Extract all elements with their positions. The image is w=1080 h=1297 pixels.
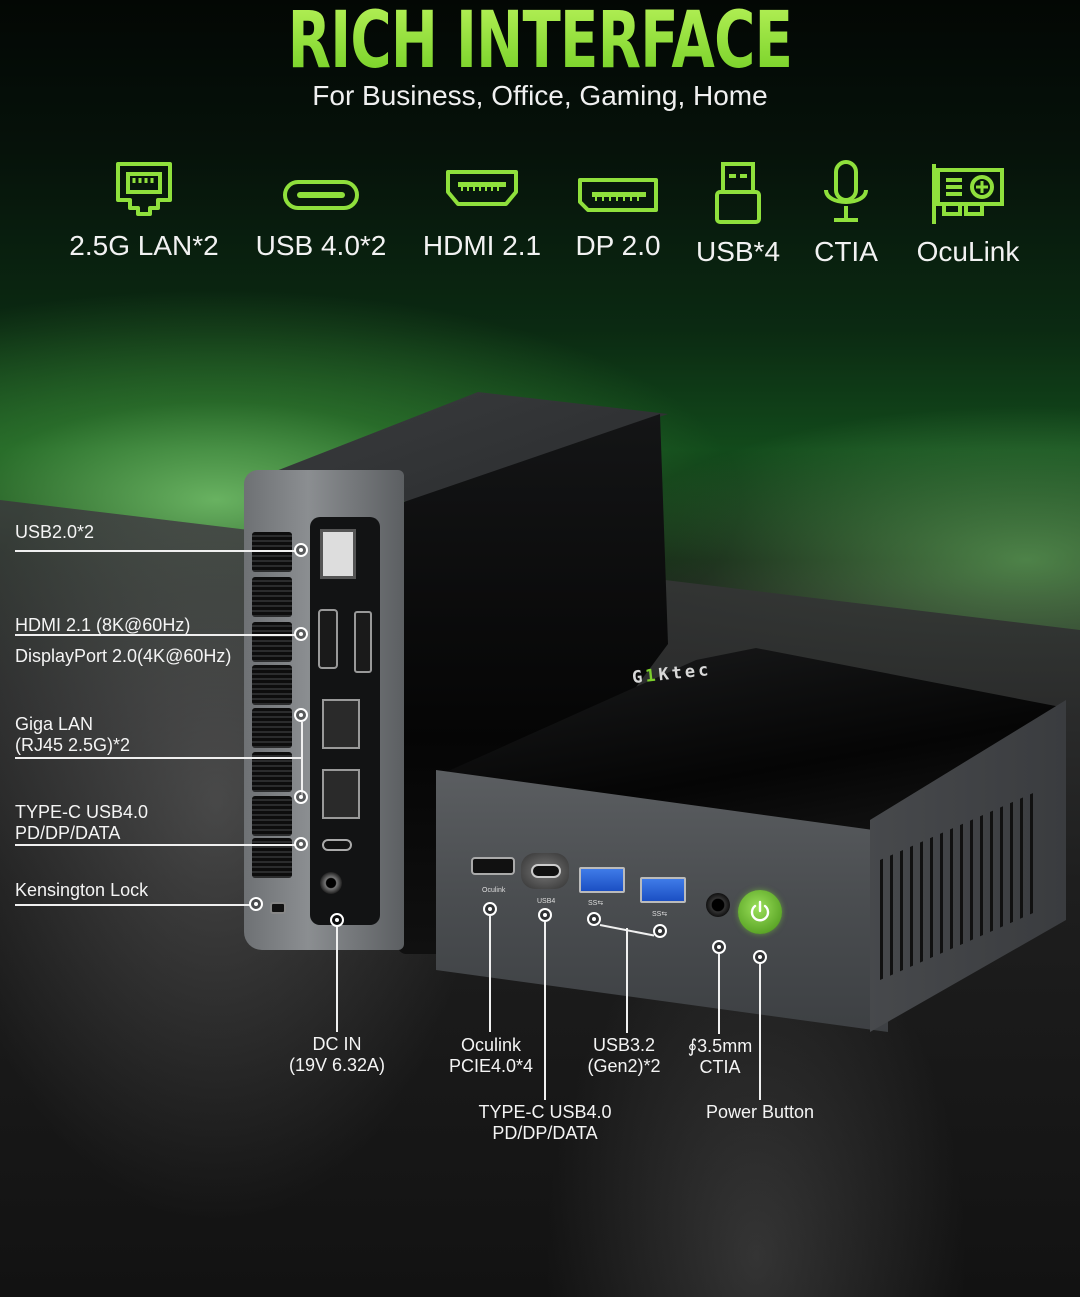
leader-line bbox=[301, 722, 303, 796]
callout-dot bbox=[249, 897, 263, 911]
callout-power-button: Power Button bbox=[705, 1102, 815, 1122]
callout-dc-in: DC IN(19V 6.32A) bbox=[288, 1034, 386, 1075]
callout-dot bbox=[587, 912, 601, 926]
lan-port-1 bbox=[322, 699, 360, 749]
oculink-port bbox=[471, 857, 515, 875]
callout-kensington: Kensington Lock bbox=[15, 880, 149, 900]
callout-dot bbox=[483, 902, 497, 916]
feature-label: OcuLink bbox=[916, 236, 1020, 267]
feature-usb4: USB 4.0*2 bbox=[246, 160, 396, 262]
vent-slot bbox=[252, 796, 292, 836]
kensington-lock-slot bbox=[270, 902, 286, 914]
feature-label: HDMI 2.1 bbox=[422, 230, 542, 261]
usb3-port-2 bbox=[640, 877, 686, 903]
lan-port-2 bbox=[322, 769, 360, 819]
callout-dot bbox=[294, 708, 308, 722]
leader-line bbox=[759, 964, 761, 1100]
feature-label: 2.5G LAN*2 bbox=[69, 230, 219, 261]
usb3-port-1-label: SS⇆ bbox=[588, 900, 604, 907]
ethernet-port-icon bbox=[116, 162, 172, 216]
callout-dot bbox=[294, 543, 308, 557]
vent-slot bbox=[252, 708, 292, 748]
hdmi-port bbox=[318, 609, 338, 669]
usb-c-port-icon bbox=[283, 180, 359, 210]
vent-slot bbox=[252, 665, 292, 705]
callout-dot bbox=[330, 913, 344, 927]
audio-jack bbox=[706, 893, 730, 917]
callout-hdmi-dp: HDMI 2.1 (8K@60Hz)DisplayPort 2.0(4K@60H… bbox=[15, 615, 232, 666]
leader-line bbox=[15, 550, 295, 552]
feature-label: DP 2.0 bbox=[575, 230, 661, 261]
rear-usb-c-port bbox=[322, 839, 352, 851]
oculink-port-label: Oculink bbox=[482, 887, 506, 894]
page-subtitle: For Business, Office, Gaming, Home bbox=[312, 80, 768, 111]
dc-in-jack bbox=[320, 872, 342, 894]
feature-hdmi: HDMI 2.1 bbox=[414, 160, 550, 262]
callout-lan: Giga LAN(RJ45 2.5G)*2 bbox=[15, 714, 131, 755]
power-icon bbox=[750, 900, 770, 922]
pcie-card-icon bbox=[932, 164, 1004, 224]
feature-usb: USB*4 bbox=[690, 160, 786, 268]
usb3-port-2-label: SS⇆ bbox=[652, 911, 668, 918]
microphone-icon bbox=[824, 160, 868, 222]
power-button[interactable] bbox=[738, 890, 782, 934]
leader-line bbox=[718, 954, 720, 1034]
leader-line bbox=[336, 927, 338, 1032]
hdmi-port-icon bbox=[446, 170, 518, 206]
page-title: RICH INTERFACE bbox=[151, 0, 929, 86]
feature-label: USB 4.0*2 bbox=[255, 230, 387, 261]
usb4-port-label: USB4 bbox=[537, 898, 556, 905]
callout-dot bbox=[538, 908, 552, 922]
feature-label: CTIA bbox=[814, 236, 878, 267]
displayport-port bbox=[354, 611, 372, 673]
displayport-icon bbox=[578, 178, 658, 212]
leader-line bbox=[626, 928, 628, 1033]
feature-label: USB*4 bbox=[695, 236, 781, 267]
callout-dot bbox=[653, 924, 667, 938]
callout-usb32: USB3.2(Gen2)*2 bbox=[587, 1035, 661, 1076]
leader-line bbox=[15, 634, 295, 636]
vent-slot bbox=[252, 622, 292, 662]
usb2-port bbox=[320, 529, 356, 579]
leader-line bbox=[15, 844, 295, 846]
feature-icon-row: 2.5G LAN*2 USB 4.0*2 HDMI 2.1 DP 2.0 USB… bbox=[0, 160, 1080, 290]
leader-line bbox=[15, 757, 303, 759]
feature-lan: 2.5G LAN*2 bbox=[64, 160, 224, 262]
feature-dp: DP 2.0 bbox=[566, 160, 670, 262]
callout-dot bbox=[753, 950, 767, 964]
callout-dot bbox=[294, 837, 308, 851]
leader-line bbox=[544, 922, 546, 1100]
vent-slot bbox=[252, 532, 292, 572]
feature-ctia: CTIA bbox=[806, 160, 886, 268]
rear-io-panel bbox=[310, 517, 380, 925]
usb3-port-1 bbox=[579, 867, 625, 893]
usb-a-plug-icon bbox=[715, 162, 761, 224]
usb4-port bbox=[531, 864, 561, 878]
leader-line bbox=[15, 904, 251, 906]
feature-oculink: OcuLink bbox=[904, 160, 1032, 268]
leader-line bbox=[489, 916, 491, 1032]
callout-usb2: USB2.0*2 bbox=[15, 522, 95, 542]
callout-dot bbox=[294, 790, 308, 804]
callout-dot bbox=[294, 627, 308, 641]
callout-dot bbox=[712, 940, 726, 954]
vent-slot bbox=[252, 577, 292, 617]
